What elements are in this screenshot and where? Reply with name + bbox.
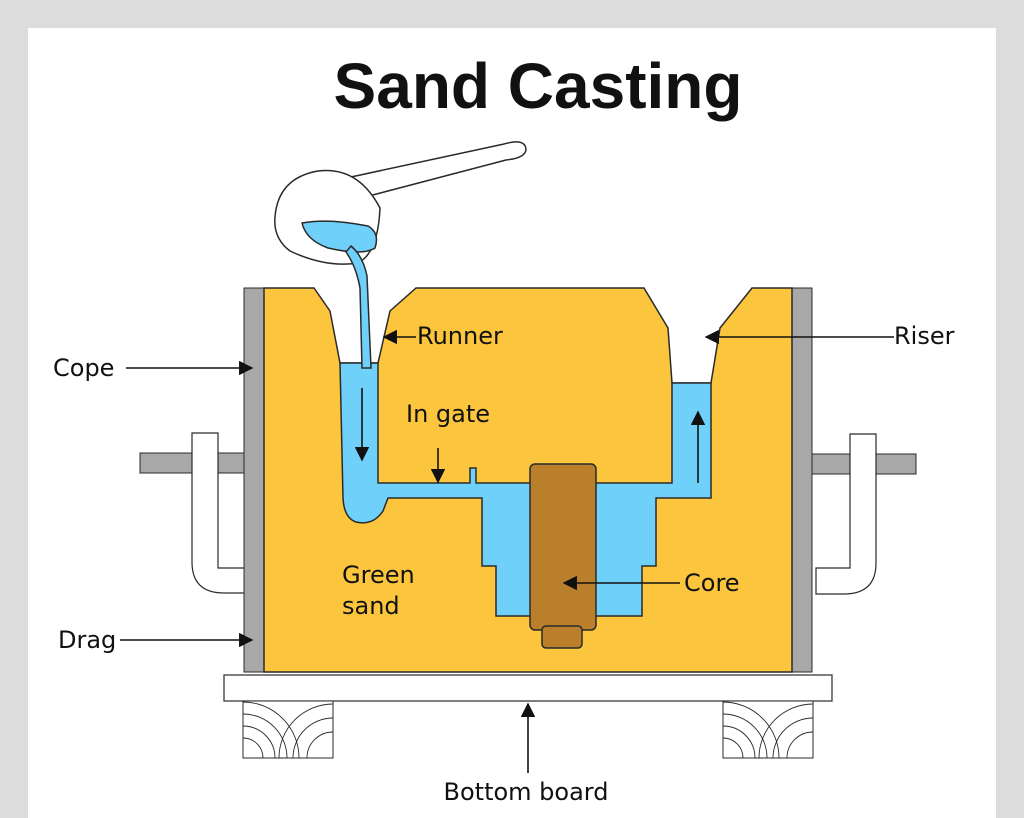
green-sand-label-line1: Green bbox=[342, 561, 415, 589]
core-label: Core bbox=[684, 569, 740, 597]
core bbox=[529, 463, 597, 631]
right-handle bbox=[815, 433, 877, 595]
runner-label: Runner bbox=[417, 322, 503, 350]
core-print bbox=[541, 625, 583, 649]
bottom-board bbox=[223, 674, 833, 702]
pouring-stream bbox=[345, 244, 372, 369]
sand-casting-diagram: Sand Casting Cope Drag Runner Riser In bbox=[53, 50, 955, 806]
left-handle bbox=[191, 432, 253, 594]
diagram-panel: Sand Casting Cope Drag Runner Riser In bbox=[28, 28, 996, 818]
bottom-board-label: Bottom board bbox=[444, 778, 609, 806]
ladle-metal bbox=[301, 220, 378, 253]
right-wood-support bbox=[722, 700, 814, 759]
left-flask-wall bbox=[243, 287, 265, 673]
left-wood-support bbox=[242, 700, 334, 759]
molten-metal-cavity bbox=[339, 362, 712, 617]
page-title: Sand Casting bbox=[334, 50, 743, 122]
drag-label: Drag bbox=[58, 626, 116, 654]
green-sand-label-line2: sand bbox=[342, 592, 400, 620]
in-gate-label: In gate bbox=[406, 400, 490, 428]
cope-label: Cope bbox=[53, 354, 114, 382]
right-flask-wall bbox=[791, 287, 813, 673]
green-sand-mould bbox=[263, 287, 793, 673]
riser-label: Riser bbox=[894, 322, 955, 350]
